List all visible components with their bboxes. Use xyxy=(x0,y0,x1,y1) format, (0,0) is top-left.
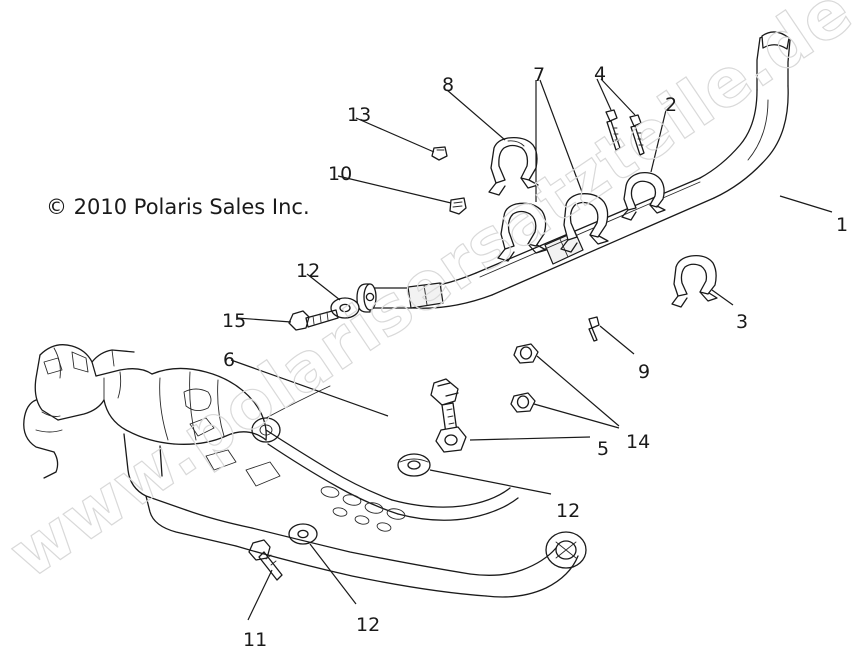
bolt-4b xyxy=(629,114,645,156)
bushing-clamp-2 xyxy=(621,172,666,221)
callout-6: 6 xyxy=(223,349,236,371)
callout-13: 13 xyxy=(347,104,372,126)
callout-10: 10 xyxy=(328,163,353,185)
washer-12b xyxy=(397,453,431,477)
clip-10 xyxy=(449,197,467,215)
callout-2: 2 xyxy=(665,94,678,116)
callout-12c: 12 xyxy=(356,614,381,636)
callout-11: 11 xyxy=(243,629,268,651)
callout-9: 9 xyxy=(638,361,651,383)
chassis-outline xyxy=(23,344,587,598)
callout-5: 5 xyxy=(597,438,610,460)
washer-12a xyxy=(330,297,360,319)
bolt-4a xyxy=(605,109,621,151)
bushing-clamp-7b xyxy=(560,193,609,253)
callout-4: 4 xyxy=(594,63,607,85)
callout-7: 7 xyxy=(533,64,546,86)
sway-bar-assembly xyxy=(356,31,791,313)
nut-14b xyxy=(510,392,536,413)
callout-8: 8 xyxy=(442,74,455,96)
bolt-11 xyxy=(248,539,283,581)
bushing-clamp-3 xyxy=(671,255,718,308)
callout-1: 1 xyxy=(836,214,849,236)
bolt-15 xyxy=(288,309,339,331)
copyright-notice: © 2010 Polaris Sales Inc. xyxy=(46,195,310,219)
callout-12b: 12 xyxy=(556,500,581,522)
nut-14a xyxy=(513,343,539,364)
callout-15: 15 xyxy=(222,310,247,332)
bushing-clamp-7 xyxy=(497,202,547,262)
nut-13 xyxy=(431,146,448,161)
callout-3: 3 xyxy=(736,311,749,333)
callout-12a: 12 xyxy=(296,260,321,282)
sway-bar-link-5 xyxy=(430,378,467,453)
callout-leaders xyxy=(230,78,833,621)
pin-9 xyxy=(588,316,600,342)
callout-14: 14 xyxy=(626,431,651,453)
bushing-clamp-8 xyxy=(488,137,539,196)
